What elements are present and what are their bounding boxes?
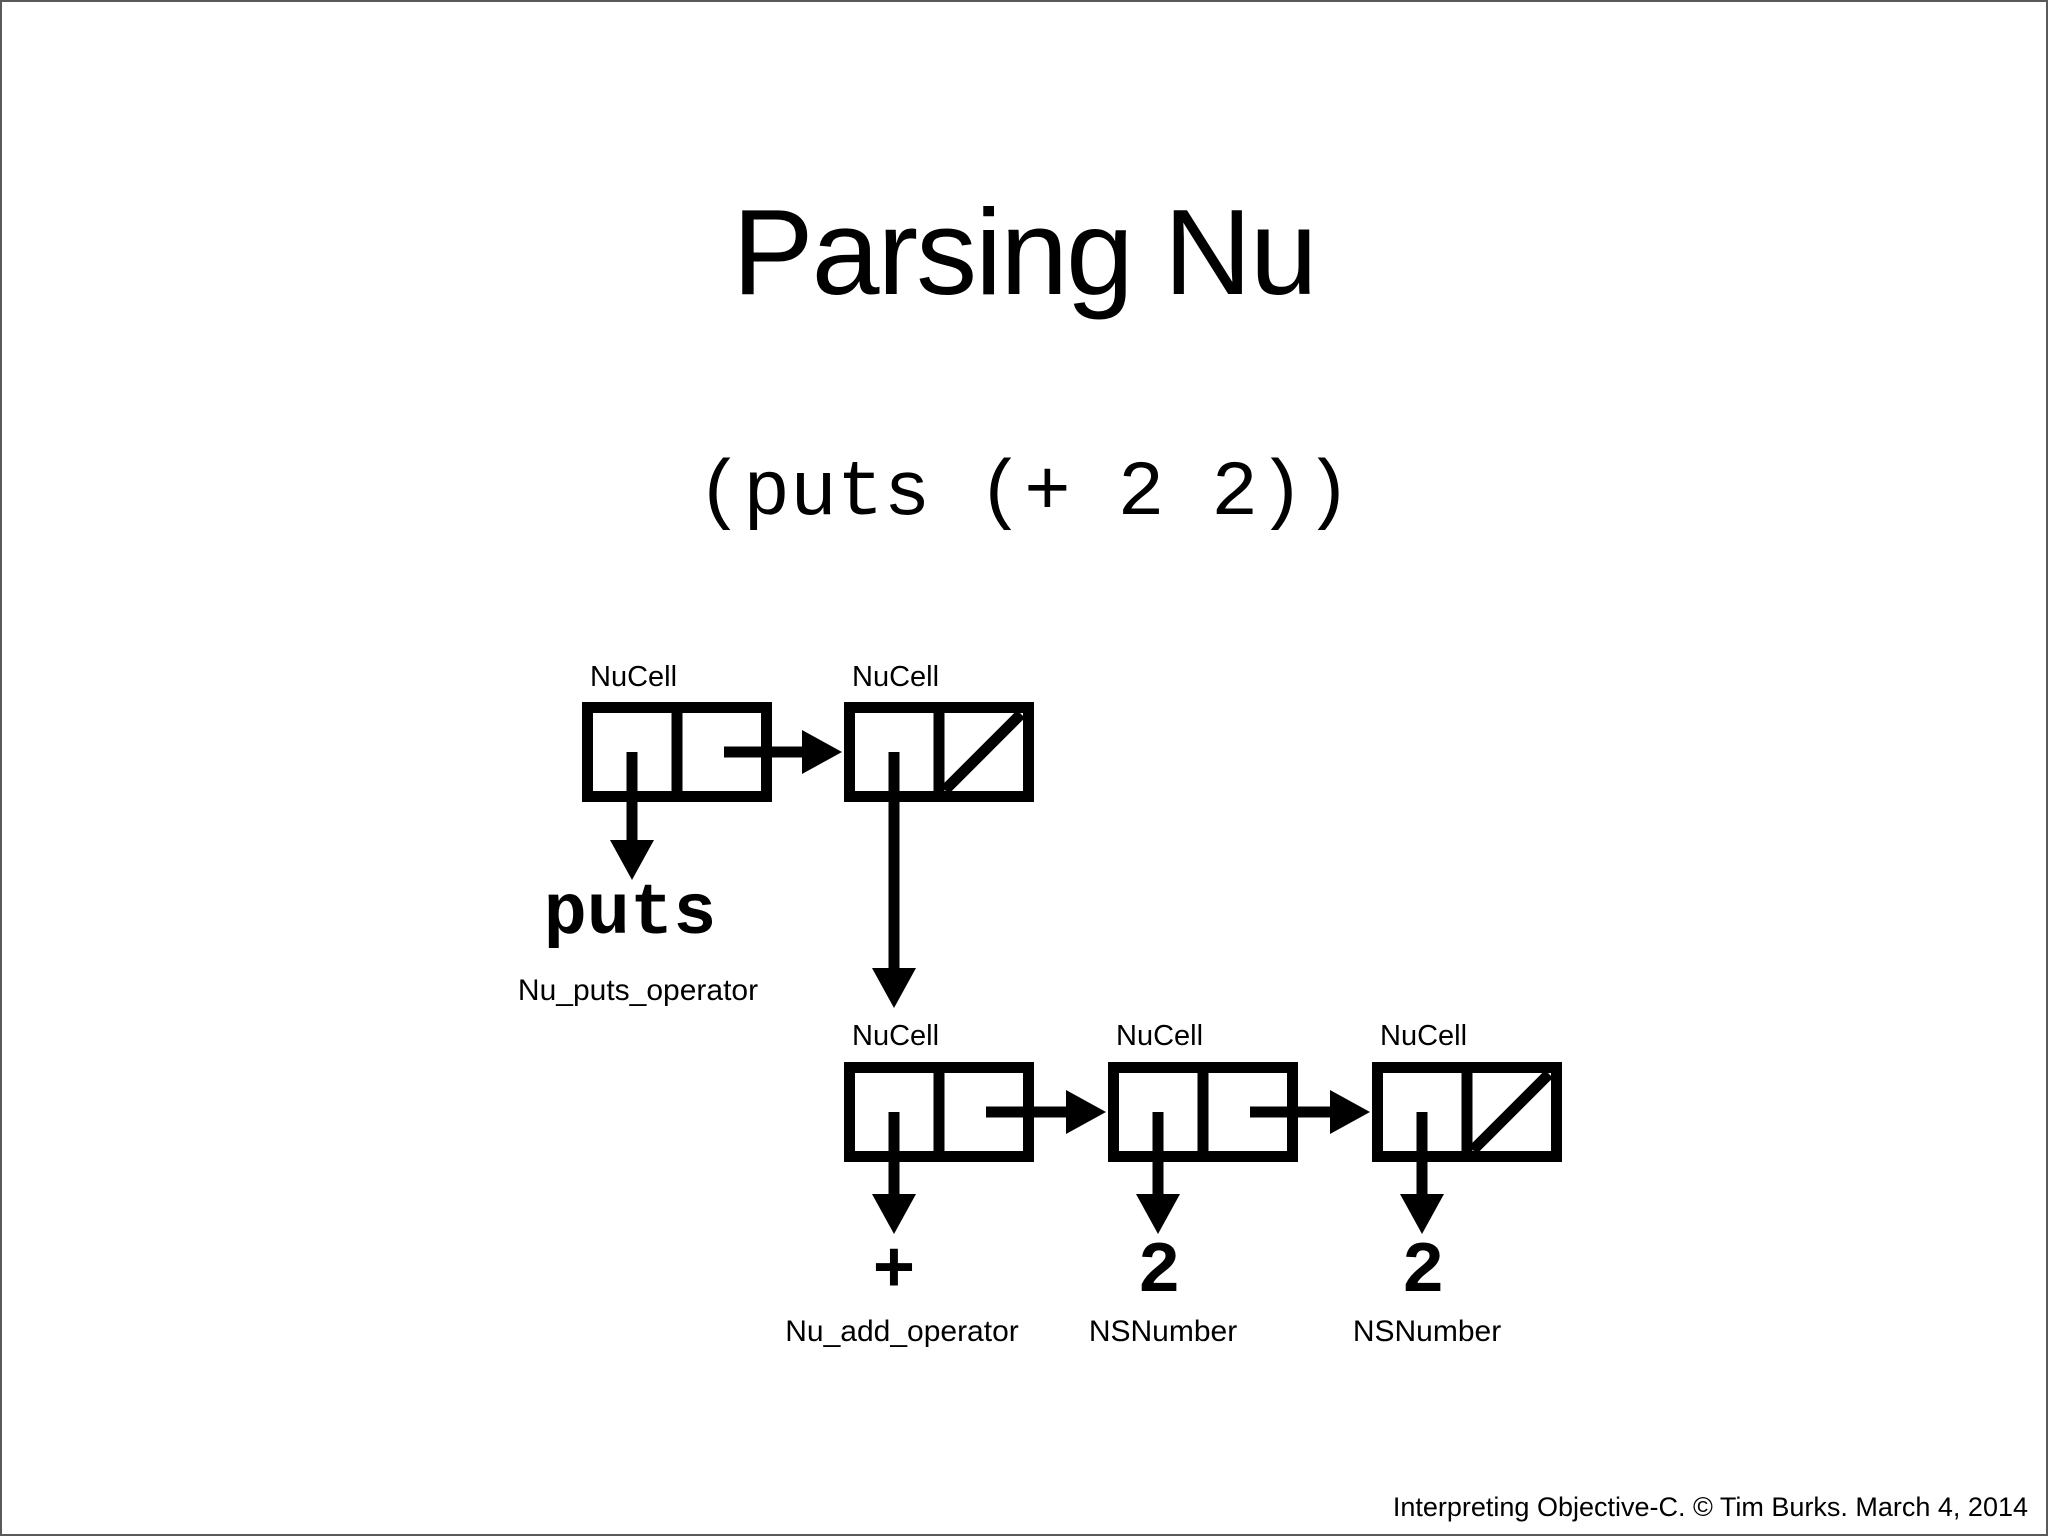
class-label-puts-operator: Nu_puts_operator [517,974,759,1007]
nu-source-code: (puts (+ 2 2)) [696,450,1352,538]
class-label-nsnumber-1: NSNumber [1088,1315,1238,1348]
car-value-puts: puts [543,873,717,955]
class-label-add-operator: Nu_add_operator [785,1315,1019,1348]
nil-slash-icon-cell5 [1469,1070,1553,1154]
nil-slash-icon-cell2 [941,710,1025,794]
car-pointer-arrow-cell2 [872,752,916,1008]
car-pointer-arrow-cell3 [872,1112,916,1234]
cdr-pointer-arrow-cell3 [986,1090,1106,1134]
nucell-box-2 [844,702,1034,802]
nucell-box-5 [1372,1062,1562,1162]
cdr-pointer-arrow-cell1 [724,730,842,774]
car-pointer-arrow-cell5 [1400,1112,1444,1234]
nucell-label-4: NuCell [1116,1020,1204,1052]
nucell-label-1: NuCell [590,661,678,693]
car-value-number-2: 2 [1401,1231,1445,1313]
page-title: Parsing Nu [732,184,1318,320]
slide-footer-credit: Interpreting Objective-C. © Tim Burks. M… [1392,1492,2028,1522]
car-value-number-1: 2 [1137,1231,1181,1313]
car-pointer-arrow-cell4 [1136,1112,1180,1234]
car-pointer-arrow-cell1 [610,752,654,880]
class-label-nsnumber-2: NSNumber [1352,1315,1502,1348]
nucell-label-5: NuCell [1380,1020,1468,1052]
nucell-label-2: NuCell [852,661,940,693]
nucell-label-3: NuCell [852,1020,940,1052]
cdr-pointer-arrow-cell4 [1250,1090,1370,1134]
car-value-add: + [872,1231,916,1313]
